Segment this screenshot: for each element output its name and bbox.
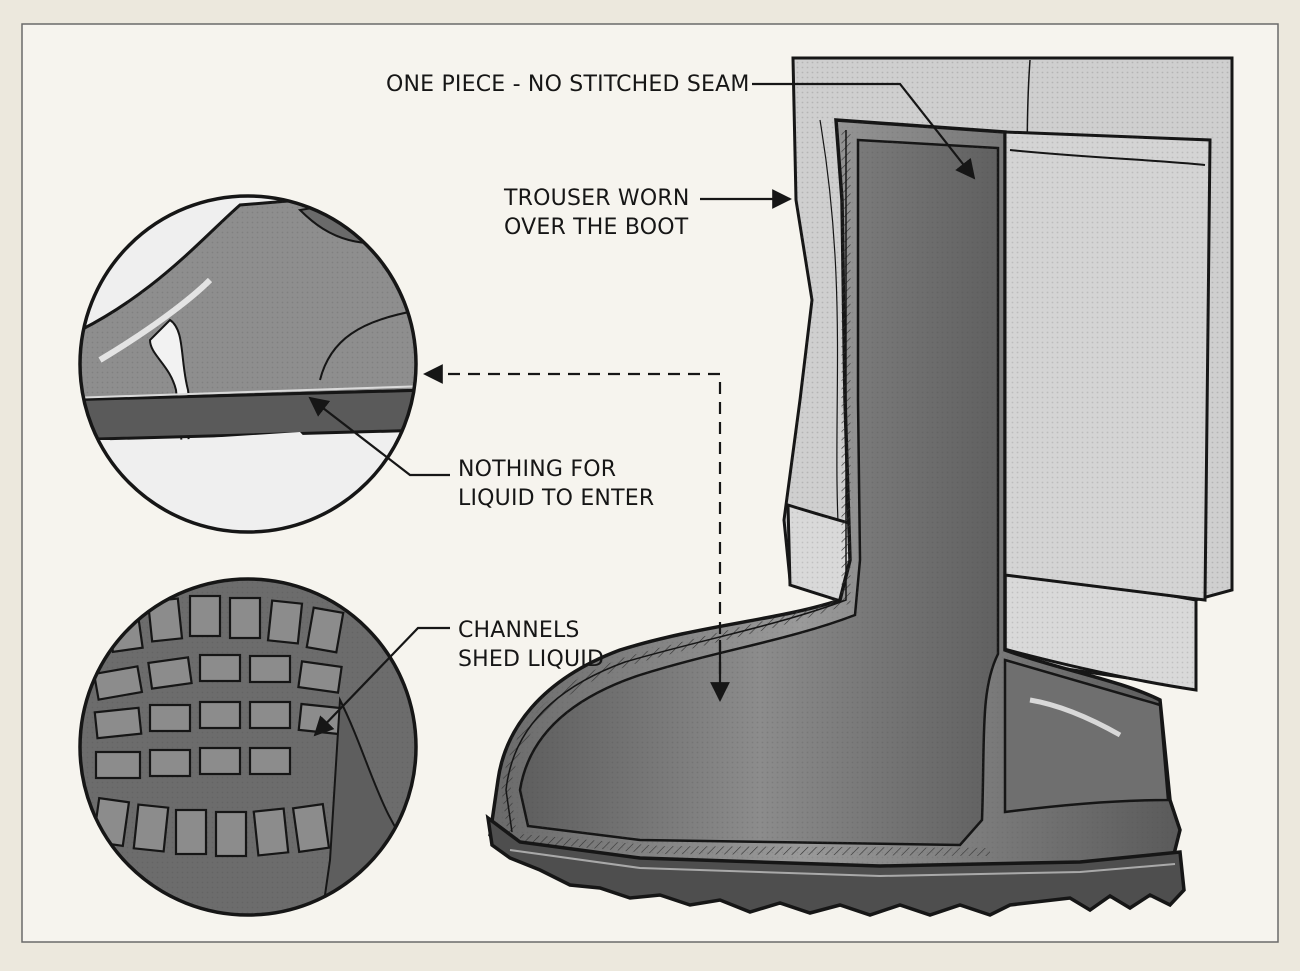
liquid-leader bbox=[308, 396, 450, 477]
liquid-callout-line-1: NOTHING FOR bbox=[458, 457, 617, 482]
leader-lines bbox=[308, 82, 976, 737]
seam-callout-label: ONE PIECE - NO STITCHED SEAM bbox=[386, 70, 750, 99]
seam-leader bbox=[752, 82, 976, 180]
dashed-connector-line bbox=[423, 364, 722, 694]
channels-callout-label: CHANNELS SHED LIQUID bbox=[458, 616, 604, 674]
trouser-callout-label: TROUSER WORN OVER THE BOOT bbox=[504, 184, 690, 242]
trouser-callout-line-1: TROUSER WORN bbox=[504, 186, 690, 211]
trouser-callout-line-2: OVER THE BOOT bbox=[504, 215, 689, 240]
channels-callout-line-2: SHED LIQUID bbox=[458, 647, 605, 672]
boot-cutaway bbox=[485, 56, 1234, 917]
liquid-callout-label: NOTHING FOR LIQUID TO ENTER bbox=[458, 455, 654, 513]
liquid-callout-line-2: LIQUID TO ENTER bbox=[458, 486, 655, 511]
seam-callout-text: ONE PIECE - NO STITCHED SEAM bbox=[386, 72, 750, 97]
boot-toe-detail-icon bbox=[78, 194, 418, 534]
boot-sole bbox=[485, 814, 1186, 917]
channels-leader bbox=[313, 626, 450, 737]
channels-callout-line-1: CHANNELS bbox=[458, 618, 580, 643]
